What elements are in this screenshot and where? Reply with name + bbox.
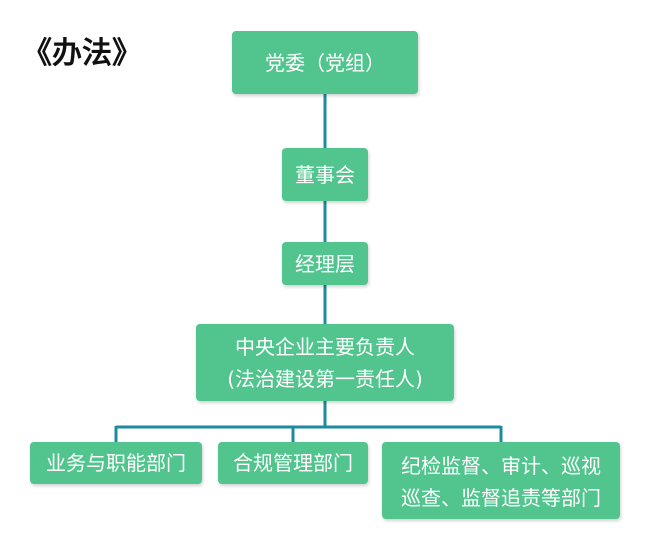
page-title: 《办法》 [22,36,142,71]
node-principal: 中央企业主要负责人 (法治建设第一责任人) [196,324,454,401]
node-management: 经理层 [282,242,368,285]
node-compliance-depts-label: 合规管理部门 [233,451,353,475]
node-management-label: 经理层 [295,251,355,276]
node-supervision-depts: 纪检监督、审计、巡视 巡查、监督追责等部门 [382,442,620,519]
node-party-committee-label: 党委（党组） [265,50,385,75]
node-supervision-depts-line2: 巡查、监督追责等部门 [401,485,601,510]
node-board: 董事会 [282,148,368,201]
node-business-depts-label: 业务与职能部门 [46,451,186,475]
node-supervision-depts-line1: 纪检监督、审计、巡视 [401,453,601,478]
node-principal-line1: 中央企业主要负责人 [235,334,415,359]
node-compliance-depts: 合规管理部门 [218,442,368,484]
node-business-depts: 业务与职能部门 [30,442,202,484]
node-party-committee: 党委（党组） [232,31,418,94]
node-principal-line2: (法治建设第一责任人) [227,366,423,391]
node-board-label: 董事会 [295,162,355,187]
